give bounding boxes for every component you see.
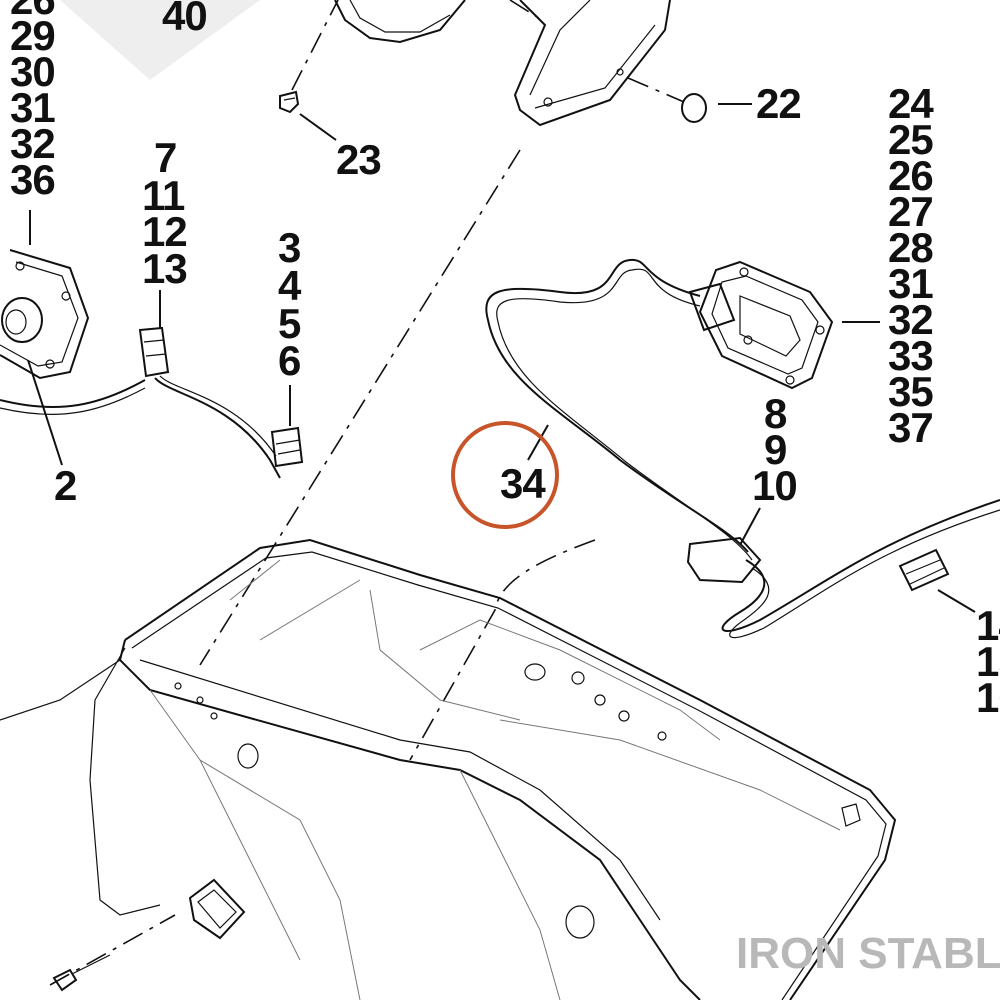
dash-22 [627,77,685,103]
callout-group-14-16: 14 15 16 [976,602,1000,721]
switch-assembly-left [0,249,146,415]
leader-14 [937,589,976,613]
alignment-line-3 [49,914,176,986]
connector-7 [138,326,281,479]
leader-23 [299,113,337,141]
connector-3 [270,426,304,468]
callout-40: 40 [162,0,207,39]
callout-group-8-10: 8 9 10 [752,390,797,509]
watermark-text: IRON STABLE [736,929,1000,978]
leader-34 [527,424,549,461]
callout-group-7-13: 7 11 12 13 [142,134,197,292]
watermark-shape [60,0,260,80]
housing-part [0,538,897,1000]
callout-23: 23 [336,136,381,183]
callout-group-3-6: 3 4 5 6 [278,224,311,384]
callout-34: 34 [500,460,546,507]
leader-bracket [509,0,546,23]
alignment-line-2 [409,539,596,761]
callout-group-26-36: 26 29 30 31 32 36 [10,0,65,203]
connector-14 [898,548,950,592]
callout-2: 2 [54,462,76,509]
bracket-part [513,0,671,127]
leader-8 [739,507,761,546]
plug-22 [681,93,707,123]
callout-22: 22 [756,80,801,127]
dash-23 [291,0,339,91]
highlight-circle [451,421,559,529]
top-cover-part [334,0,466,44]
switch-assembly-right [688,260,834,390]
callout-group-24-37: 24 25 26 27 28 31 32 33 35 37 [888,80,943,451]
leader-2 [27,359,63,466]
clip-23 [279,90,300,114]
screw-part [52,954,111,992]
alignment-line-1 [199,149,521,666]
harness-34 [485,258,1000,639]
